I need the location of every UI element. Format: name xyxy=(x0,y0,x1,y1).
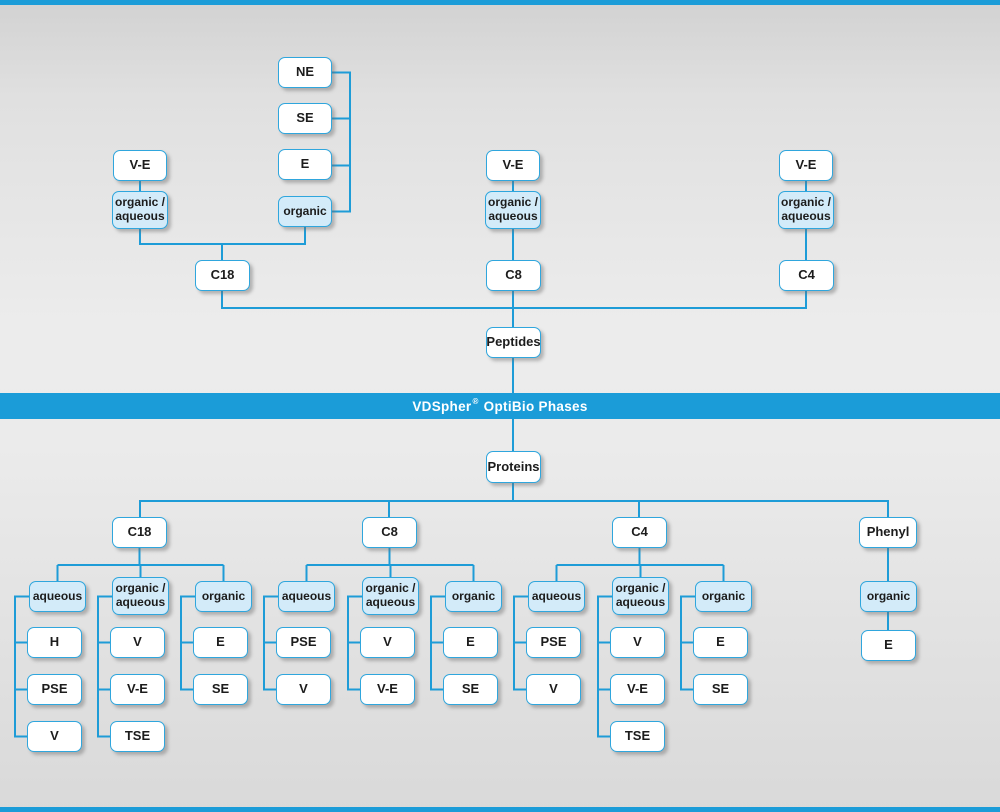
phase-node: V-E xyxy=(360,674,415,705)
registered-trademark-symbol: ® xyxy=(472,397,479,406)
column-node: Phenyl xyxy=(859,517,917,548)
phase-node: SE xyxy=(443,674,498,705)
phase-node: PSE xyxy=(276,627,331,658)
phase-node: SE xyxy=(278,103,332,134)
bottom-accent-bar xyxy=(0,807,1000,812)
phase-node: V-E xyxy=(113,150,167,181)
mode-node: organic xyxy=(195,581,252,612)
mode-node: organic xyxy=(695,581,752,612)
mode-node: organic xyxy=(445,581,502,612)
phase-node: E xyxy=(443,627,498,658)
mode-node: organic / aqueous xyxy=(612,577,669,615)
mode-node: organic xyxy=(860,581,917,612)
column-node: C18 xyxy=(112,517,167,548)
phase-node: E xyxy=(861,630,916,661)
phase-node: SE xyxy=(693,674,748,705)
phase-node: TSE xyxy=(110,721,165,752)
mode-node: aqueous xyxy=(278,581,335,612)
mode-node: organic xyxy=(278,196,332,227)
phase-node: V-E xyxy=(779,150,833,181)
phase-node: SE xyxy=(193,674,248,705)
banner-title-rest: OptiBio Phases xyxy=(483,398,588,414)
phase-node: NE xyxy=(278,57,332,88)
phase-node: V-E xyxy=(110,674,165,705)
mode-node: organic / aqueous xyxy=(485,191,541,229)
column-node: C8 xyxy=(362,517,417,548)
mode-node: aqueous xyxy=(528,581,585,612)
mode-node: aqueous xyxy=(29,581,86,612)
phase-node: PSE xyxy=(526,627,581,658)
column-node: C18 xyxy=(195,260,250,291)
phase-node: V xyxy=(610,627,665,658)
phase-node: V xyxy=(27,721,82,752)
phase-node: E xyxy=(278,149,332,180)
phase-node: V xyxy=(276,674,331,705)
column-node: C4 xyxy=(779,260,834,291)
column-node: C8 xyxy=(486,260,541,291)
phase-node: TSE xyxy=(610,721,665,752)
proteins-root-node: Proteins xyxy=(486,451,541,483)
phase-node: PSE xyxy=(27,674,82,705)
top-accent-bar xyxy=(0,0,1000,5)
banner: VDSpher ® OptiBio Phases xyxy=(0,393,1000,419)
peptides-root-node: Peptides xyxy=(486,327,541,358)
phase-node: E xyxy=(193,627,248,658)
mode-node: organic / aqueous xyxy=(112,577,169,615)
phase-node: V-E xyxy=(486,150,540,181)
phase-node: E xyxy=(693,627,748,658)
mode-node: organic / aqueous xyxy=(112,191,168,229)
mode-node: organic / aqueous xyxy=(362,577,419,615)
phase-node: V xyxy=(360,627,415,658)
mode-node: organic / aqueous xyxy=(778,191,834,229)
phase-node: V xyxy=(526,674,581,705)
phase-node: V xyxy=(110,627,165,658)
phase-node: V-E xyxy=(610,674,665,705)
column-node: C4 xyxy=(612,517,667,548)
phase-node: H xyxy=(27,627,82,658)
banner-brand: VDSpher xyxy=(412,398,472,414)
